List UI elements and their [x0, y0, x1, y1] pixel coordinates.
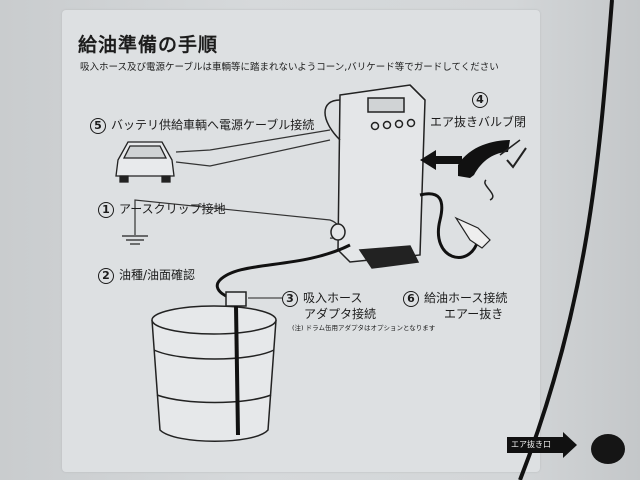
- step-number: 4: [472, 92, 488, 108]
- black-cable: [518, 0, 614, 480]
- fuel-dispenser-icon: [324, 84, 426, 269]
- step-6-line2: エアー抜き: [444, 307, 504, 321]
- instruction-sticker: [62, 10, 540, 472]
- step-text: 油種/油面確認: [119, 268, 196, 282]
- step-5: 5 バッテリ供給車輌へ電源ケーブル接続: [90, 116, 314, 134]
- air-vent-hole: [591, 434, 625, 464]
- power-cable: [175, 129, 331, 167]
- step-3-line2: アダプタ接続: [304, 307, 377, 321]
- fuel-nozzle-icon: [454, 216, 491, 249]
- step-4-number: 4: [472, 92, 493, 108]
- ground-symbol-icon: [122, 235, 148, 245]
- suction-hose: [215, 243, 351, 300]
- step-text: バッテリ供給車輌へ電源ケーブル接続: [111, 118, 315, 132]
- step-text-line1: 給油ホース接続: [424, 291, 508, 305]
- step-text: アースクリップ接地: [119, 202, 226, 216]
- step-3: 3 吸入ホース: [282, 289, 362, 307]
- drum-adapter: [225, 291, 247, 307]
- step-number: 3: [282, 290, 298, 307]
- checkmark-icon: [506, 147, 527, 169]
- step-number: 1: [98, 201, 114, 218]
- step-1: 1 アースクリップ接地: [98, 200, 226, 218]
- air-valve-icon: [458, 140, 510, 178]
- car-icon: [115, 141, 175, 183]
- step-number: 6: [403, 290, 419, 307]
- left-arrow-icon: [420, 150, 462, 170]
- air-vent-label: エア抜き口: [507, 432, 577, 458]
- fuel-hose: [419, 192, 480, 259]
- sign-title: 給油準備の手順: [78, 34, 219, 56]
- adapter-note: (注) ドラム缶用アダプタはオプションとなります: [292, 324, 436, 332]
- drum-icon: [151, 305, 277, 442]
- step-text-line1: 吸入ホース: [303, 291, 363, 305]
- step-6: 6 給油ホース接続: [403, 289, 507, 307]
- sign-subtitle: 吸入ホース及び電源ケーブルは車輌等に踏まれないようコーン,バリケード等でガードし…: [80, 62, 499, 73]
- step-4-text: エア抜きバルブ閉: [430, 115, 527, 129]
- step-number: 5: [90, 117, 106, 134]
- step-2: 2 油種/油面確認: [98, 266, 195, 284]
- step-number: 2: [98, 267, 114, 284]
